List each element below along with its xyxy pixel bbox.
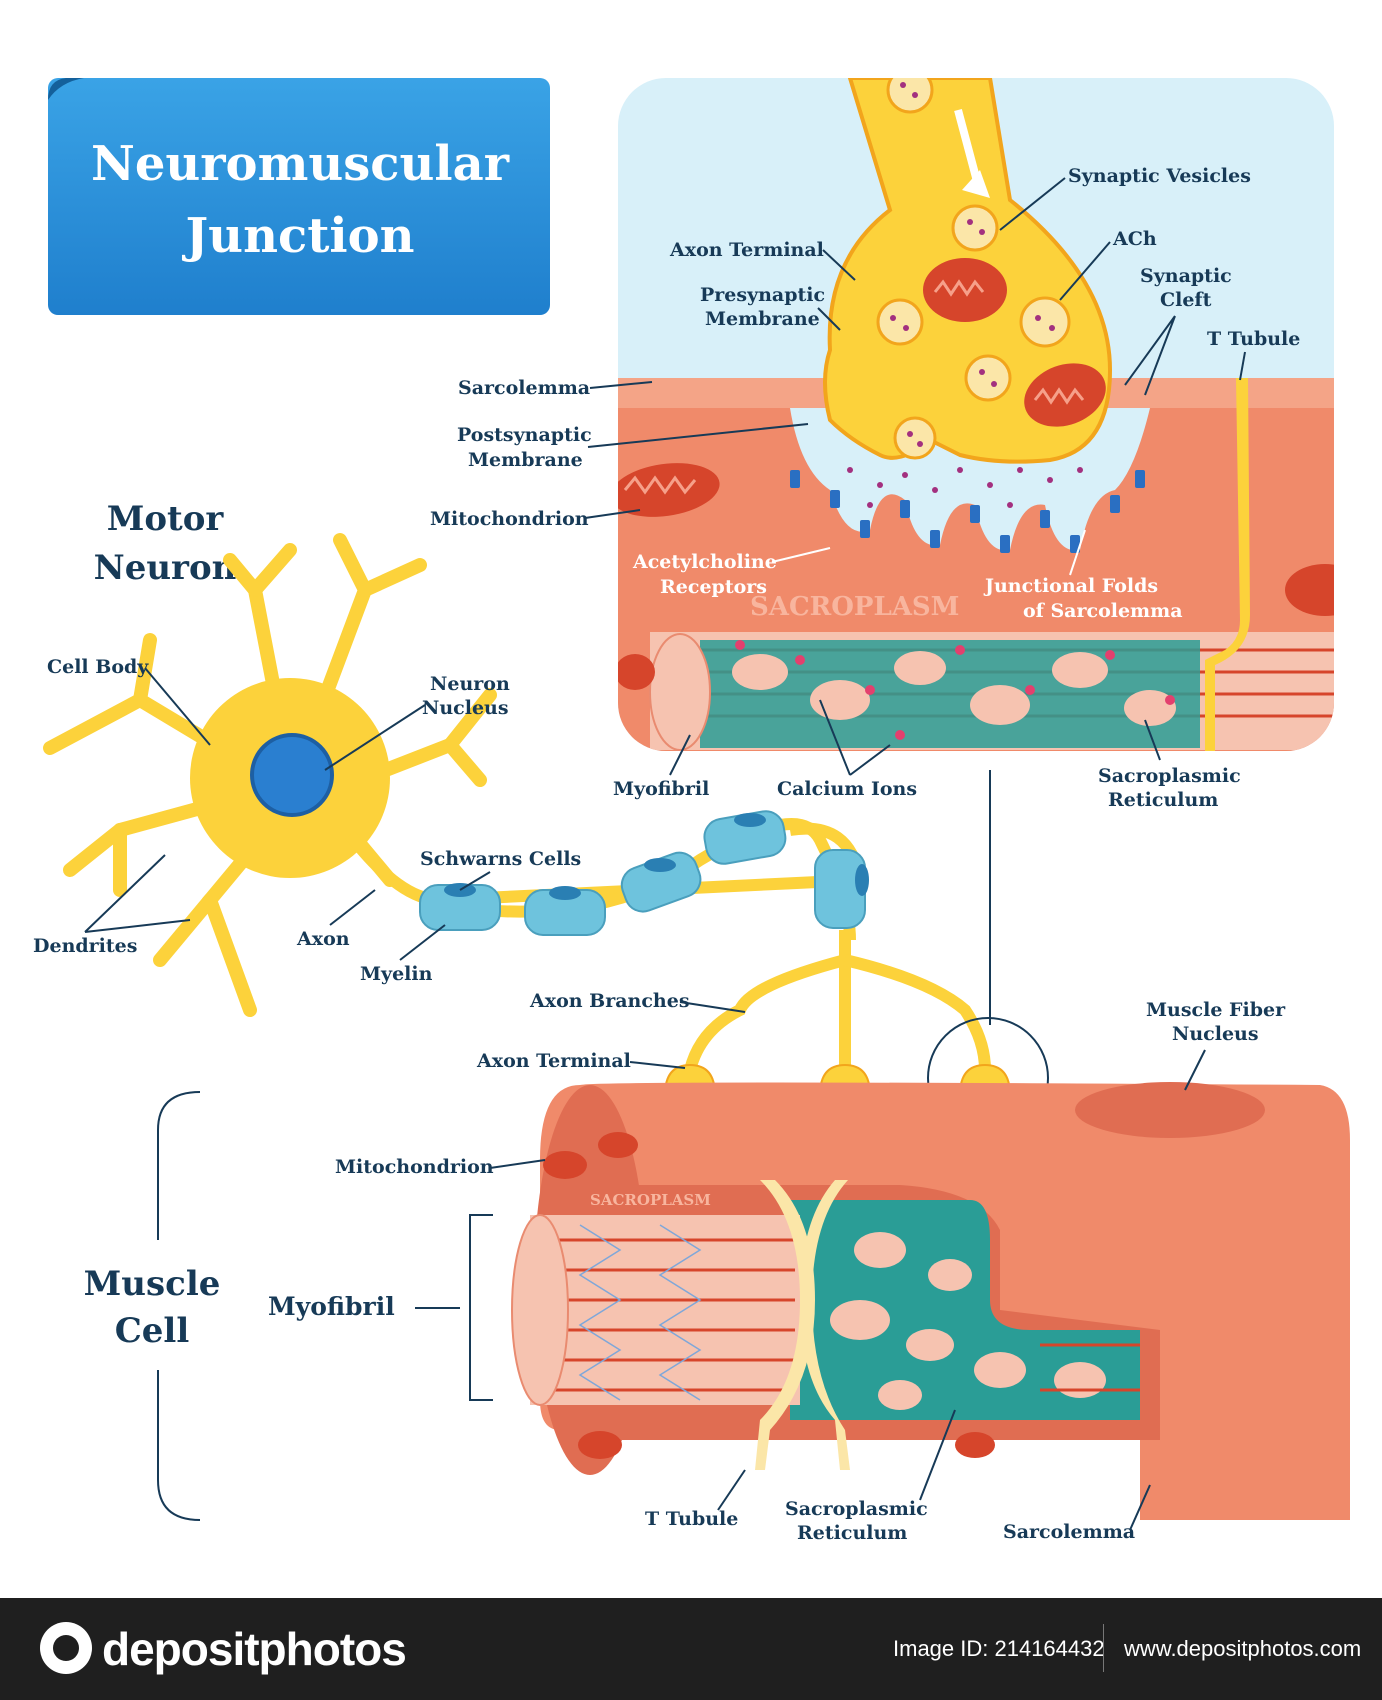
label-calcium-ions: Calcium Ions — [777, 778, 917, 800]
label-junctional-folds-1: Junctional Folds — [983, 575, 1158, 597]
title-box: Neuromuscular Junction — [48, 78, 550, 315]
depositphotos-logo-icon — [40, 1622, 92, 1674]
label-axon: Axon — [296, 928, 350, 950]
motor-neuron-heading-1: Motor — [107, 499, 225, 539]
label-ach-receptors-1: Acetylcholine — [632, 551, 777, 573]
label-sr-detail-2: Reticulum — [1108, 789, 1218, 811]
label-axon-terminal-detail: Axon Terminal — [669, 239, 824, 261]
label-postsynaptic-1: Postsynaptic — [457, 424, 592, 446]
title-line-1: Neuromuscular — [91, 136, 510, 192]
label-synaptic-vesicles: Synaptic Vesicles — [1068, 165, 1251, 187]
label-axon-terminal: Axon Terminal — [476, 1050, 631, 1072]
label-sarcolemma-muscle: Sarcolemma — [1003, 1521, 1135, 1543]
muscle-fiber-nucleus — [1075, 1082, 1265, 1138]
muscle-myofibril — [530, 1215, 800, 1405]
muscle-mitochondria — [543, 1132, 995, 1459]
label-mitochondrion-detail: Mitochondrion — [430, 508, 589, 530]
footer-image-id: Image ID: 214164432 — [893, 1636, 1105, 1661]
muscle-cell-bracket — [157, 1091, 201, 1521]
motor-neuron: Motor Neuron — [33, 499, 1049, 1139]
schwann-cell-nuclei — [444, 813, 869, 900]
label-neuron-nucleus-2: Nucleus — [422, 697, 509, 719]
muscle-cell: Muscle Cell — [84, 999, 1350, 1544]
label-ach: ACh — [1112, 228, 1157, 250]
label-sacroplasm-detail: SACROPLASM — [750, 592, 959, 622]
label-sr-muscle-2: Reticulum — [797, 1522, 907, 1544]
muscle-cell-heading-2: Cell — [115, 1311, 190, 1351]
label-junctional-folds-2: of Sarcolemma — [1023, 600, 1183, 622]
label-fiber-nucleus-2: Nucleus — [1172, 1023, 1259, 1045]
label-neuron-nucleus-1: Neuron — [430, 673, 510, 695]
label-t-tubule-detail: T Tubule — [1207, 328, 1300, 350]
label-synaptic-cleft-1: Synaptic — [1140, 265, 1232, 287]
muscle-t-tubule — [755, 1180, 815, 1470]
label-mitochondrion-muscle: Mitochondrion — [335, 1156, 494, 1178]
neuron-nucleus — [250, 733, 334, 817]
label-sacroplasm-muscle: SACROPLASM — [590, 1191, 711, 1209]
footer-site: www.depositphotos.com — [1124, 1636, 1362, 1661]
label-presynaptic-1: Presynaptic — [700, 284, 825, 306]
footer-logo: depositphotos — [102, 1623, 407, 1675]
label-myofibril-detail: Myofibril — [613, 778, 709, 800]
label-fiber-nucleus-1: Muscle Fiber — [1146, 999, 1286, 1021]
label-sr-detail-1: Sacroplasmic — [1098, 765, 1241, 787]
label-sr-muscle-1: Sacroplasmic — [785, 1498, 928, 1520]
label-presynaptic-2: Membrane — [705, 308, 820, 330]
label-schwann-cells: Schwarns Cells — [420, 848, 581, 870]
motor-neuron-heading-2: Neuron — [94, 548, 237, 588]
label-myelin: Myelin — [360, 963, 433, 985]
label-postsynaptic-2: Membrane — [468, 449, 583, 471]
label-axon-branches: Axon Branches — [529, 990, 690, 1012]
label-synaptic-cleft-2: Cleft — [1160, 289, 1212, 311]
muscle-cell-heading-1: Muscle — [84, 1264, 221, 1304]
title-line-2: Junction — [181, 208, 414, 264]
label-t-tubule-muscle: T Tubule — [645, 1508, 738, 1530]
footer-divider — [1103, 1624, 1104, 1672]
label-cell-body: Cell Body — [47, 656, 149, 678]
label-myofibril-muscle: Myofibril — [268, 1292, 395, 1321]
watermark-footer: depositphotos Image ID: 214164432 www.de… — [0, 1598, 1382, 1700]
detail-mitochondrion — [618, 463, 720, 517]
junction-detail-panel: Axon Terminal Presynaptic Membrane Synap… — [430, 78, 1334, 811]
label-dendrites: Dendrites — [33, 935, 137, 957]
myelin-sheath — [419, 810, 866, 936]
label-ach-receptors-2: Receptors — [660, 576, 767, 598]
neuromuscular-diagram: Neuromuscular Junction — [33, 78, 1350, 1544]
axon-branches — [684, 930, 991, 1072]
label-sarcolemma-detail: Sarcolemma — [458, 377, 590, 399]
